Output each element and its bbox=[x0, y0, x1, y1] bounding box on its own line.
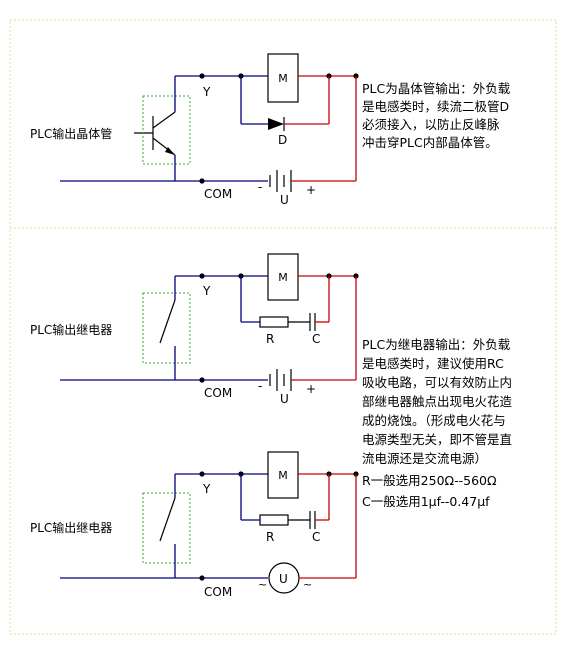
note-line: 冲击穿PLC内部晶体管。 bbox=[362, 135, 498, 150]
note-line: R一般选用250Ω--560Ω bbox=[362, 473, 497, 488]
diode-label: D bbox=[278, 133, 287, 147]
com-label: COM bbox=[204, 585, 232, 599]
motor-box bbox=[267, 253, 299, 301]
com-terminal-dot bbox=[199, 575, 205, 581]
y-label: Y bbox=[202, 85, 211, 99]
transistor-box bbox=[142, 95, 191, 165]
resistor-label: R bbox=[266, 332, 274, 346]
source-label: U bbox=[280, 392, 289, 406]
ac-left-mark: ~ bbox=[258, 578, 267, 591]
note-line: PLC为晶体管输出：外负载 bbox=[362, 81, 511, 96]
y-terminal-dot bbox=[199, 73, 205, 79]
relay-device-label: PLC输出继电器 bbox=[30, 520, 112, 535]
battery-minus: - bbox=[258, 379, 262, 393]
emitter-arrow-icon bbox=[165, 147, 175, 155]
resistor-icon bbox=[259, 514, 289, 526]
diode-icon bbox=[268, 118, 284, 130]
capacitor-label: C bbox=[312, 332, 320, 346]
outer-frame bbox=[9, 19, 557, 635]
note-line: PLC为继电器输出：外负载 bbox=[362, 337, 511, 352]
note-line: 电源类型无关，即不管是直 bbox=[362, 432, 512, 447]
y-terminal-dot bbox=[199, 273, 205, 279]
motor-box bbox=[267, 451, 299, 499]
transistor-device-label: PLC输出晶体管 bbox=[30, 126, 112, 141]
relay-contact bbox=[159, 299, 176, 344]
note-line: 部继电器触点出现电火花造 bbox=[362, 394, 513, 409]
com-terminal-dot bbox=[199, 377, 205, 383]
battery-plus: + bbox=[306, 183, 316, 197]
note-line: 成的烧蚀。（形成电火花与 bbox=[362, 413, 506, 428]
relay-contact bbox=[159, 497, 176, 542]
capacitor-label: C bbox=[312, 530, 320, 544]
source-label: U bbox=[279, 572, 288, 586]
relay-note: PLC为继电器输出：外负载 是电感类时，建议使用RC 吸收电路，可以有效防止内 … bbox=[362, 337, 513, 509]
section-transistor: PLC输出晶体管 Y M D COM bbox=[30, 53, 511, 207]
resistor-label: R bbox=[266, 530, 274, 544]
section-relay-ac: PLC输出继电器 Y M R C COM U ~ ~ bbox=[30, 451, 359, 599]
y-terminal-dot bbox=[199, 471, 205, 477]
relay-device-label: PLC输出继电器 bbox=[30, 322, 112, 337]
battery-minus: - bbox=[258, 180, 262, 194]
motor-box bbox=[267, 53, 299, 103]
note-line: 是电感类时，续流二极管D bbox=[362, 99, 509, 114]
note-line: 吸收电路，可以有效防止内 bbox=[362, 375, 512, 390]
source-label: U bbox=[280, 193, 289, 207]
com-label: COM bbox=[204, 187, 232, 201]
com-terminal-dot bbox=[199, 178, 205, 184]
note-line: 是电感类时，建议使用RC bbox=[362, 356, 504, 371]
note-line: 流电源还是交流电源） bbox=[362, 451, 487, 466]
note-line: 必须接入，以防止反峰脉 bbox=[362, 117, 500, 132]
motor-label: M bbox=[278, 271, 288, 284]
transistor-collector bbox=[152, 111, 176, 129]
motor-label: M bbox=[278, 469, 288, 482]
relay-box bbox=[142, 292, 191, 364]
y-label: Y bbox=[202, 284, 211, 298]
section-relay-dc: PLC输出继电器 Y M R C COM - + bbox=[30, 253, 359, 406]
com-label: COM bbox=[204, 386, 232, 400]
y-label: Y bbox=[202, 482, 211, 496]
relay-box bbox=[142, 492, 191, 564]
resistor-icon bbox=[259, 316, 289, 328]
ac-right-mark: ~ bbox=[303, 578, 312, 591]
motor-label: M bbox=[278, 72, 288, 85]
note-line: C一般选用1μf--0.47μf bbox=[362, 494, 490, 509]
battery-plus: + bbox=[306, 382, 316, 396]
